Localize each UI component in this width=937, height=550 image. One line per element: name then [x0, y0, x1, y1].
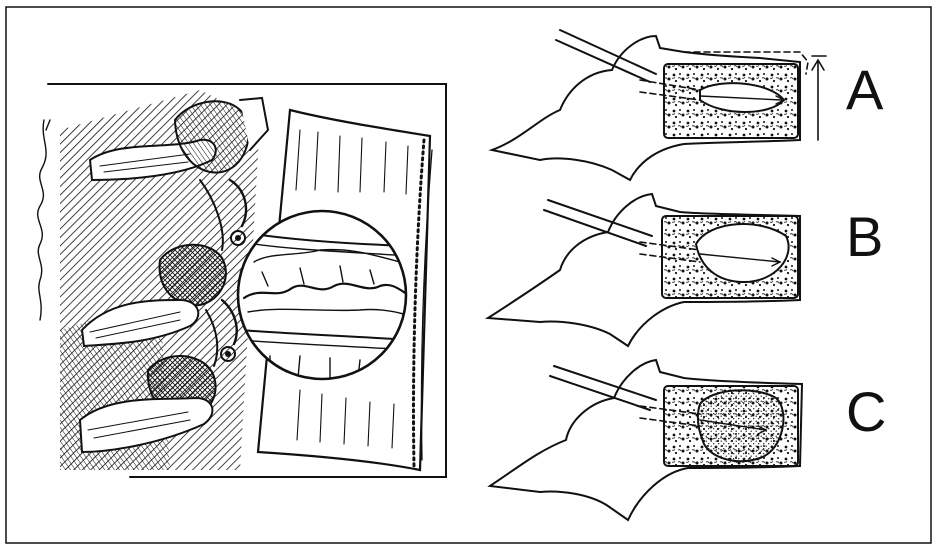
- panel-label-a: A: [846, 62, 883, 118]
- panel-label-c: C: [846, 384, 886, 440]
- lumbar-spine-drawing: [38, 84, 446, 477]
- illustrator-signature-glyph: [38, 120, 50, 320]
- panel-c-illustration: [490, 360, 802, 520]
- panel-a-illustration: [492, 30, 826, 180]
- panel-label-b: B: [846, 209, 883, 265]
- panel-b-illustration: [488, 194, 800, 346]
